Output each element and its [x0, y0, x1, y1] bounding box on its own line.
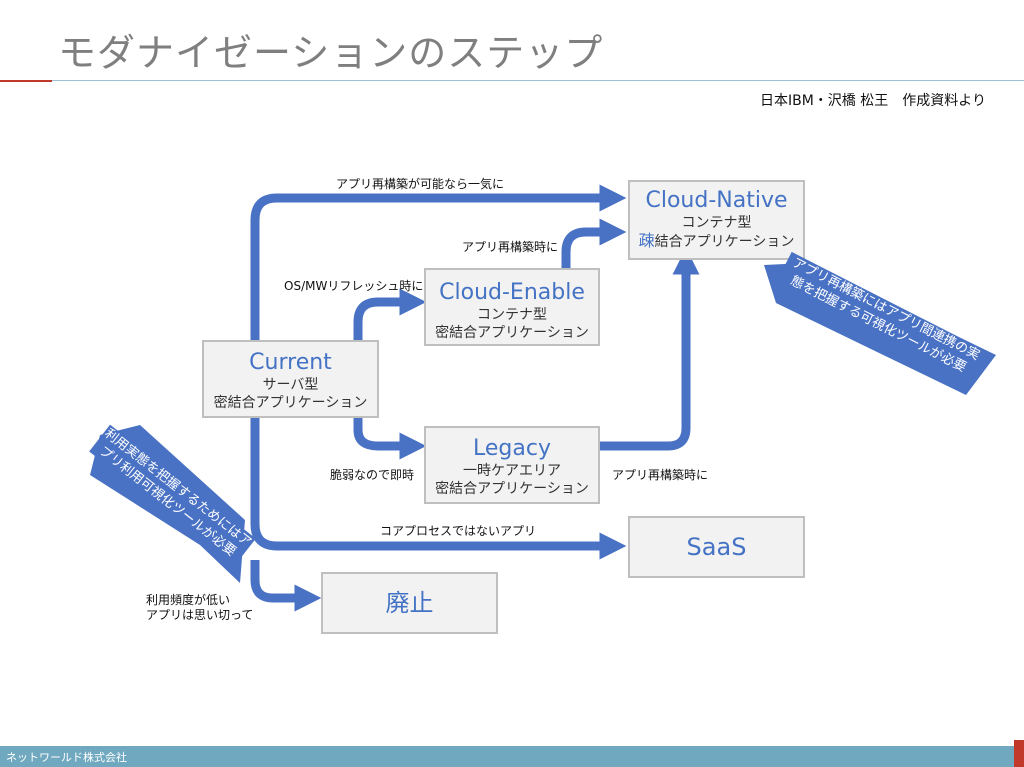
- node-legacy-title: Legacy: [473, 436, 551, 461]
- node-enable-line2: 密結合アプリケーション: [435, 325, 589, 341]
- node-native-accent: 疎: [638, 231, 655, 250]
- node-haishi: 廃止: [321, 572, 498, 634]
- node-native-line2-rest: 結合アプリケーション: [654, 234, 795, 250]
- node-enable-title: Cloud-Enable: [439, 280, 585, 305]
- page-title: モダナイゼーションのステップ: [58, 31, 604, 75]
- title-rule-accent: [0, 80, 52, 82]
- node-native-line1: コンテナ型: [681, 215, 752, 231]
- label-native-direct: アプリ再構築が可能なら一気に: [336, 177, 505, 191]
- label-low-usage-2: アプリは思い切って: [146, 608, 254, 622]
- node-current-line2: 密結合アプリケーション: [213, 395, 368, 411]
- arrow-current-to-saas: [250, 418, 627, 560]
- arrow-legacy-to-native: [600, 247, 700, 451]
- node-native-line2: 疎結合アプリケーション: [630, 232, 803, 251]
- footer-bar: [0, 746, 1024, 767]
- label-legacy-to-native: アプリ再構築時に: [612, 468, 709, 482]
- title-rule: [52, 80, 1024, 81]
- node-saas-title: SaaS: [686, 533, 747, 561]
- credit-text: 日本IBM・沢橋 松王 作成資料より: [760, 93, 986, 109]
- node-legacy-line1: 一時ケアエリア: [463, 463, 561, 479]
- node-cloud-native: Cloud-Native コンテナ型 疎結合アプリケーション: [628, 180, 805, 260]
- label-core-saas: コアプロセスではないアプリ: [380, 524, 537, 538]
- node-current-title: Current: [249, 350, 332, 375]
- arrow-current-to-enable: [353, 288, 427, 340]
- footer-company: ネットワールド株式会社: [6, 751, 127, 764]
- footer-accent: [1014, 740, 1024, 767]
- node-current: Current サーバ型 密結合アプリケーション: [202, 340, 379, 418]
- node-saas: SaaS: [628, 516, 805, 578]
- node-native-title: Cloud-Native: [645, 188, 788, 213]
- label-os-refresh: OS/MWリフレッシュ時に: [284, 279, 424, 293]
- arrow-current-to-haishi: [250, 560, 322, 612]
- arrow-current-to-native: [250, 184, 627, 340]
- label-low-usage-1: 利用頻度が低い: [146, 593, 231, 607]
- node-legacy-line2: 密結合アプリケーション: [435, 481, 589, 497]
- label-enable-to-native: アプリ再構築時に: [462, 240, 559, 254]
- node-current-line1: サーバ型: [262, 377, 319, 393]
- node-enable-line1: コンテナ型: [477, 307, 547, 323]
- arrow-enable-to-native: [561, 218, 627, 268]
- node-legacy: Legacy 一時ケアエリア 密結合アプリケーション: [424, 426, 600, 504]
- arrow-current-to-legacy: [353, 418, 427, 460]
- node-haishi-title: 廃止: [385, 589, 434, 617]
- label-legacy-immediate: 脆弱なので即時: [330, 468, 415, 482]
- node-cloud-enable: Cloud-Enable コンテナ型 密結合アプリケーション: [424, 268, 600, 346]
